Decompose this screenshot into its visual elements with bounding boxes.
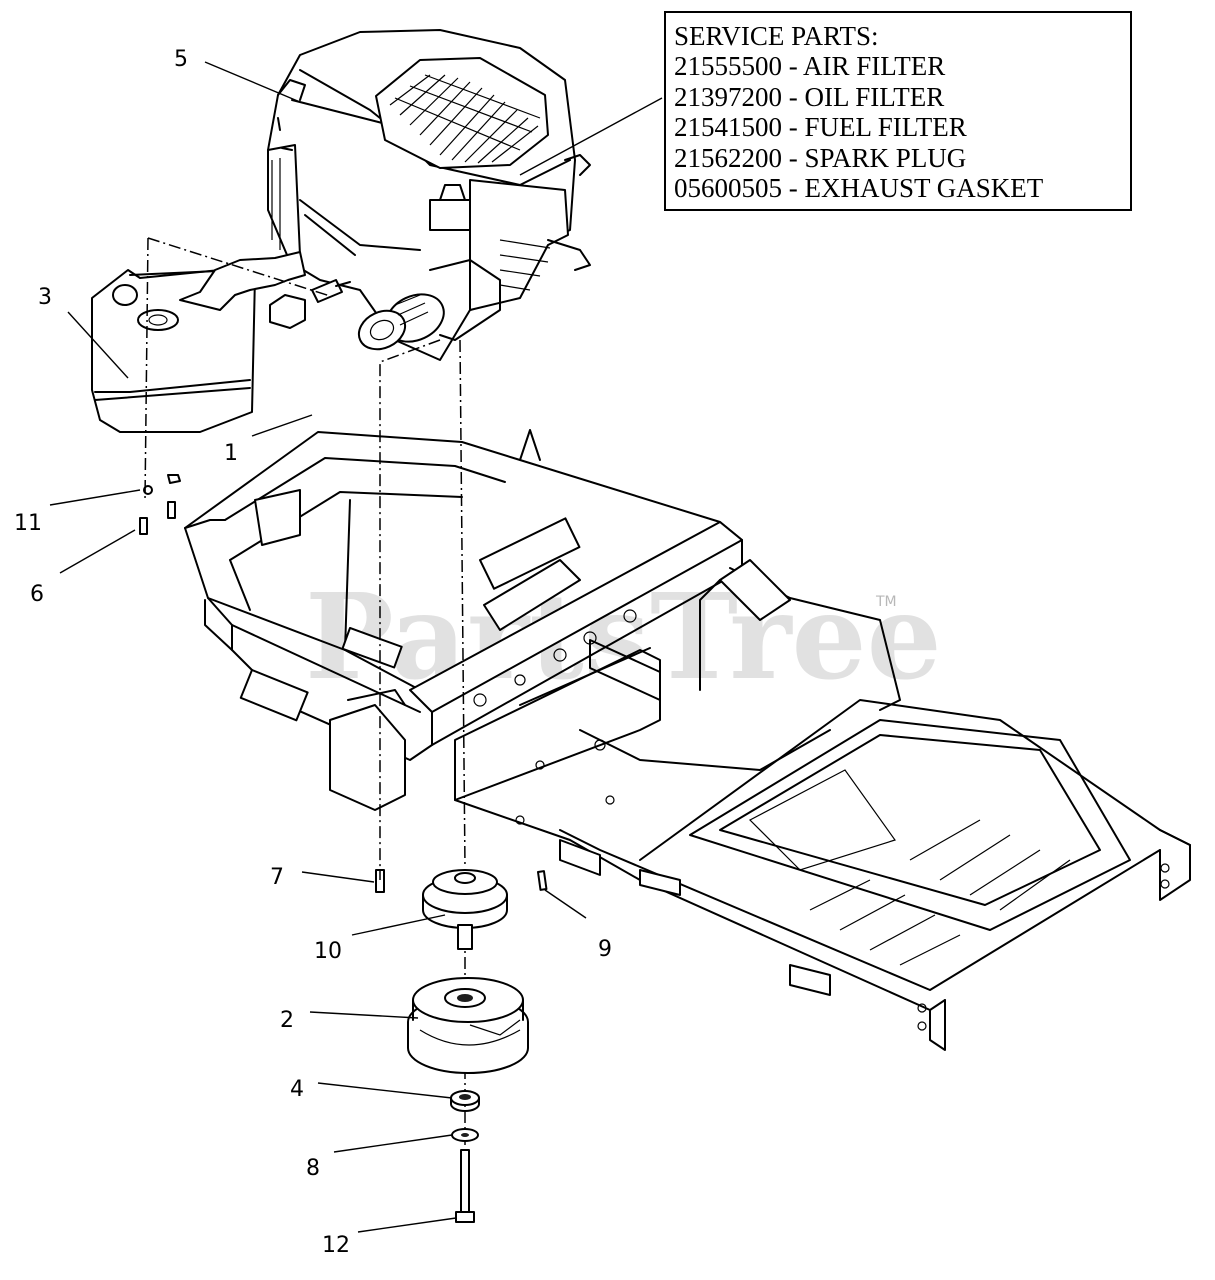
watermark-trademark: TM — [875, 594, 897, 610]
electric-clutch — [407, 977, 529, 1074]
service-part-item: 21397200 - OIL FILTER — [674, 81, 945, 112]
service-part-item: 21562200 - SPARK PLUG — [674, 142, 967, 173]
service-part-item: 05600505 - EXHAUST GASKET — [674, 173, 1044, 204]
callout-6: 6 — [30, 582, 44, 607]
leader-lines — [49, 61, 663, 1233]
service-part-item: 21555500 - AIR FILTER — [674, 51, 946, 82]
callout-4: 4 — [290, 1077, 304, 1102]
chassis-frame — [184, 429, 1191, 1051]
callout-11: 11 — [14, 511, 42, 536]
service-parts-box: SERVICE PARTS: 21555500 - AIR FILTER 213… — [664, 11, 1132, 211]
callout-10: 10 — [314, 939, 342, 964]
muffler — [91, 251, 306, 433]
callout-8: 8 — [306, 1156, 320, 1181]
callout-9: 9 — [598, 937, 612, 962]
callout-3: 3 — [38, 285, 52, 310]
service-part-item: 21541500 - FUEL FILTER — [674, 112, 967, 143]
crank-bolt — [455, 1149, 475, 1223]
callout-1: 1 — [224, 441, 238, 466]
callout-12: 12 — [322, 1233, 350, 1258]
flat-washer — [451, 1128, 479, 1142]
callout-5: 5 — [174, 47, 188, 72]
service-parts-heading: SERVICE PARTS: — [674, 21, 879, 51]
spacer-washer — [450, 1090, 480, 1112]
oil-filter — [357, 293, 445, 351]
callout-2: 2 — [280, 1008, 294, 1033]
engine-pulley — [422, 869, 508, 950]
hardware-nuts — [139, 474, 548, 893]
engine-grille — [389, 74, 541, 164]
fuel-filter — [311, 279, 351, 303]
callout-7: 7 — [270, 865, 284, 890]
engine — [267, 29, 591, 361]
